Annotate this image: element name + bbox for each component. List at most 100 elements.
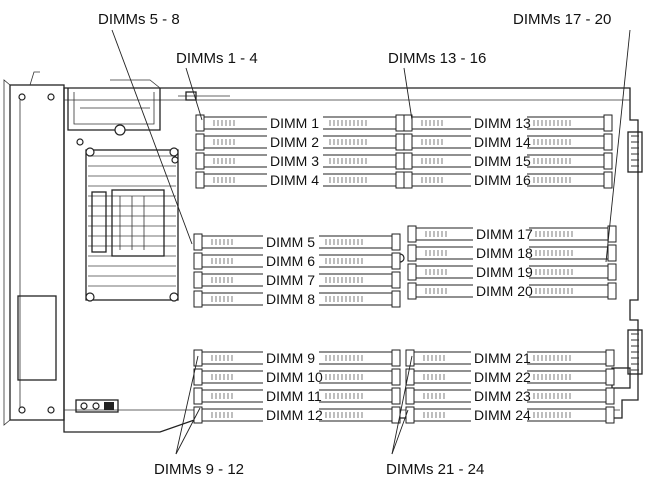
dimm-slot-22[interactable]: DIMM 22 xyxy=(405,368,615,386)
handle-bracket xyxy=(67,79,161,146)
dimm-label-bg xyxy=(473,246,529,260)
dimm-slot-7[interactable]: DIMM 7 xyxy=(193,271,401,289)
dimm-latch-left[interactable] xyxy=(193,387,203,405)
dimm-slot-14[interactable]: DIMM 14 xyxy=(403,133,613,151)
dimm-slot-11[interactable]: DIMM 11 xyxy=(193,387,401,405)
leader-line-dimms-9-12-b xyxy=(175,407,201,455)
dimm-label-6: DIMM 6 xyxy=(266,253,315,269)
dimm-slot-6[interactable]: DIMM 6 xyxy=(193,252,401,270)
dimm-latch-left[interactable] xyxy=(193,271,203,289)
dimm-latch-left[interactable] xyxy=(193,406,203,424)
dimm-slot-5[interactable]: DIMM 5 xyxy=(193,233,401,251)
dimm-slot-20[interactable]: DIMM 20 xyxy=(407,282,617,300)
dimm-latch-right[interactable] xyxy=(391,349,401,367)
dimm-slot-4[interactable]: DIMM 4 xyxy=(195,171,405,189)
dimm-latch-right[interactable] xyxy=(395,152,405,170)
dimm-latch-left[interactable] xyxy=(403,114,413,132)
dimm-latch-right[interactable] xyxy=(607,282,617,300)
dimm-slot-8[interactable]: DIMM 8 xyxy=(193,290,401,308)
dimm-latch-left[interactable] xyxy=(405,368,415,386)
dimm-latch-left[interactable] xyxy=(405,387,415,405)
leader-lines xyxy=(111,29,631,455)
dimm-slot-12[interactable]: DIMM 12 xyxy=(193,406,401,424)
dimm-latch-left[interactable] xyxy=(195,152,205,170)
dimm-slot-10[interactable]: DIMM 10 xyxy=(193,368,401,386)
dimm-latch-right[interactable] xyxy=(603,114,613,132)
dimm-latch-right[interactable] xyxy=(603,133,613,151)
dimm-slot-3[interactable]: DIMM 3 xyxy=(195,152,405,170)
dimm-label-bg xyxy=(473,284,529,298)
dimm-label-bg xyxy=(263,292,319,306)
dimm-slot-18[interactable]: DIMM 18 xyxy=(407,244,617,262)
dimm-latch-right[interactable] xyxy=(395,133,405,151)
dimm-slot-1[interactable]: DIMM 1 xyxy=(195,114,405,132)
dimm-latch-right[interactable] xyxy=(605,387,615,405)
leader-line-dimms-5-8 xyxy=(111,29,193,245)
dimm-latch-left[interactable] xyxy=(403,133,413,151)
dimm-slot-15[interactable]: DIMM 15 xyxy=(403,152,613,170)
dimm-latch-right[interactable] xyxy=(391,290,401,308)
dimm-label-bg xyxy=(471,135,527,149)
dimm-latch-right[interactable] xyxy=(607,244,617,262)
dimm-latch-right[interactable] xyxy=(395,114,405,132)
dimm-slot-9[interactable]: DIMM 9 xyxy=(193,349,401,367)
dimm-slot-13[interactable]: DIMM 13 xyxy=(403,114,613,132)
dimm-latch-right[interactable] xyxy=(391,368,401,386)
dimm-label-1: DIMM 1 xyxy=(270,115,319,131)
dimm-latch-left[interactable] xyxy=(195,133,205,151)
dimm-latch-left[interactable] xyxy=(193,233,203,251)
dimm-label-bg xyxy=(471,351,527,365)
dimm-label-bg xyxy=(263,351,319,365)
dimm-slot-17[interactable]: DIMM 17 xyxy=(407,225,617,243)
dimm-slot-24[interactable]: DIMM 24 xyxy=(405,406,615,424)
heatsink-latch xyxy=(91,191,107,253)
dimm-latch-right[interactable] xyxy=(607,263,617,281)
dimm-latch-right[interactable] xyxy=(603,152,613,170)
dimm-latch-left[interactable] xyxy=(405,406,415,424)
dimm-slot-16[interactable]: DIMM 16 xyxy=(403,171,613,189)
dimm-slot-23[interactable]: DIMM 23 xyxy=(405,387,615,405)
dimm-latch-left[interactable] xyxy=(407,282,417,300)
dimm-latch-right[interactable] xyxy=(603,171,613,189)
group-labels: DIMMs 5 - 8 DIMMs 1 - 4 DIMMs 13 - 16 DI… xyxy=(98,11,611,478)
dimm-label-bg xyxy=(263,273,319,287)
dimm-latch-right[interactable] xyxy=(605,349,615,367)
heatsink-label-plate xyxy=(111,189,165,257)
dimm-label-bg xyxy=(471,116,527,130)
dimm-latch-left[interactable] xyxy=(195,114,205,132)
dimm-latch-right[interactable] xyxy=(605,368,615,386)
dimm-latch-right[interactable] xyxy=(605,406,615,424)
dimm-latch-left[interactable] xyxy=(403,152,413,170)
dimm-latch-left[interactable] xyxy=(407,263,417,281)
dimm-slot-2[interactable]: DIMM 2 xyxy=(195,133,405,151)
dimm-latch-left[interactable] xyxy=(193,368,203,386)
dimm-latch-left[interactable] xyxy=(193,290,203,308)
rear-connector-bottom xyxy=(627,329,643,375)
dimm-latch-left[interactable] xyxy=(407,244,417,262)
dimm-label-bg xyxy=(263,389,319,403)
dimm-label-bg xyxy=(471,408,527,422)
bezel-screw-top-left xyxy=(18,93,26,101)
dimm-latch-right[interactable] xyxy=(391,252,401,270)
dimm-latch-right[interactable] xyxy=(395,171,405,189)
dimm-latch-right[interactable] xyxy=(391,271,401,289)
dimm-slot-21[interactable]: DIMM 21 xyxy=(405,349,615,367)
dimm-latch-left[interactable] xyxy=(407,225,417,243)
dimm-label-9: DIMM 9 xyxy=(266,350,315,366)
dimm-slot-19[interactable]: DIMM 19 xyxy=(407,263,617,281)
bezel-screw-top-right xyxy=(47,93,55,101)
dimm-label-bg xyxy=(473,265,529,279)
dimm-latch-right[interactable] xyxy=(607,225,617,243)
status-led-block xyxy=(75,399,119,413)
dimm-label-bg xyxy=(267,154,323,168)
dimm-latch-left[interactable] xyxy=(403,171,413,189)
dimm-label-2: DIMM 2 xyxy=(270,134,319,150)
dimm-latch-left[interactable] xyxy=(195,171,205,189)
dimm-label-11: DIMM 11 xyxy=(266,388,322,404)
rear-connector-top xyxy=(627,131,643,173)
dimm-latch-right[interactable] xyxy=(391,233,401,251)
dimm-latch-right[interactable] xyxy=(391,387,401,405)
dimm-label-bg xyxy=(267,116,323,130)
dimm-latch-left[interactable] xyxy=(193,252,203,270)
